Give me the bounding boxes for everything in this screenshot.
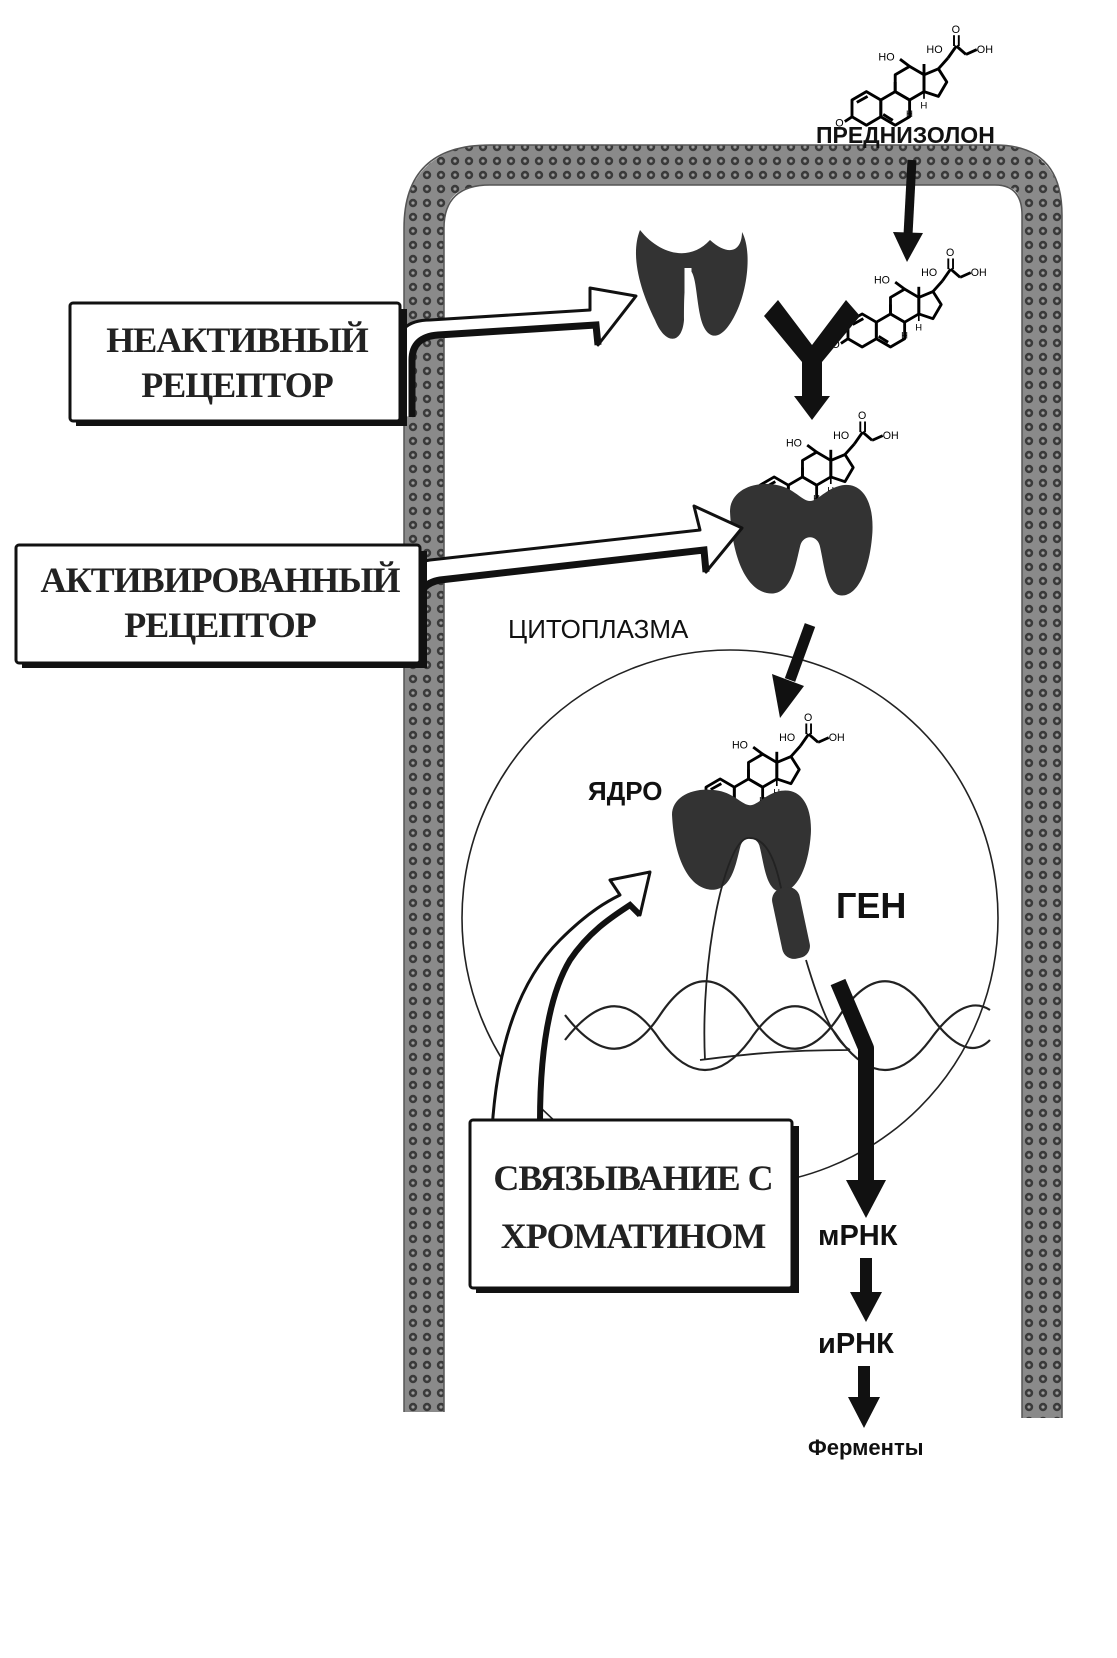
gene-segment bbox=[772, 887, 810, 959]
mrna-to-irna-arrow bbox=[850, 1258, 882, 1322]
cytoplasm-label: ЦИТОПЛАЗМА bbox=[508, 614, 689, 644]
chromatin-binding-line1: СВЯЗЫВАНИЕ С bbox=[493, 1158, 773, 1198]
activated-receptor-shape bbox=[730, 483, 873, 596]
irna-label: иРНК bbox=[818, 1328, 894, 1360]
binding-arrow bbox=[764, 300, 860, 420]
chromatin-binding-callout-arrow bbox=[490, 870, 652, 1140]
inactive-receptor-line1: НЕАКТИВНЫЙ bbox=[106, 320, 368, 360]
prednisolone-molecule bbox=[833, 22, 995, 131]
entry-arrow bbox=[893, 159, 923, 262]
enzymes-label: Ферменты bbox=[808, 1435, 924, 1460]
prednisolone-label: ПРЕДНИЗОЛОН bbox=[816, 122, 995, 148]
chromatin-binding-line2: ХРОМАТИНОМ bbox=[500, 1215, 767, 1256]
molecule-in-cytoplasm bbox=[830, 245, 989, 353]
activated-receptor-text: АКТИВИРОВАННЫЙ РЕЦЕПТОР bbox=[18, 558, 422, 648]
gene-label: ГЕН bbox=[836, 885, 907, 926]
inactive-receptor-shape bbox=[635, 230, 748, 340]
cell-membrane bbox=[403, 144, 1063, 1418]
activated-receptor-line1: АКТИВИРОВАННЫЙ bbox=[40, 560, 400, 600]
irna-to-enzymes-arrow bbox=[848, 1366, 880, 1428]
activated-receptor-line2: РЕЦЕПТОР bbox=[124, 605, 317, 645]
nuclear-import-arrow bbox=[772, 623, 816, 718]
chromatin-binding-text: СВЯЗЫВАНИЕ С ХРОМАТИНОМ bbox=[472, 1150, 794, 1265]
inactive-receptor-text: НЕАКТИВНЫЙ РЕЦЕПТОР bbox=[72, 318, 402, 408]
mrna-label: мРНК bbox=[818, 1220, 898, 1252]
transcription-arrow bbox=[830, 978, 886, 1218]
dna-helix bbox=[564, 980, 991, 1072]
nucleus-label: ЯДРО bbox=[588, 776, 663, 806]
inactive-receptor-line2: РЕЦЕПТОР bbox=[141, 365, 334, 405]
